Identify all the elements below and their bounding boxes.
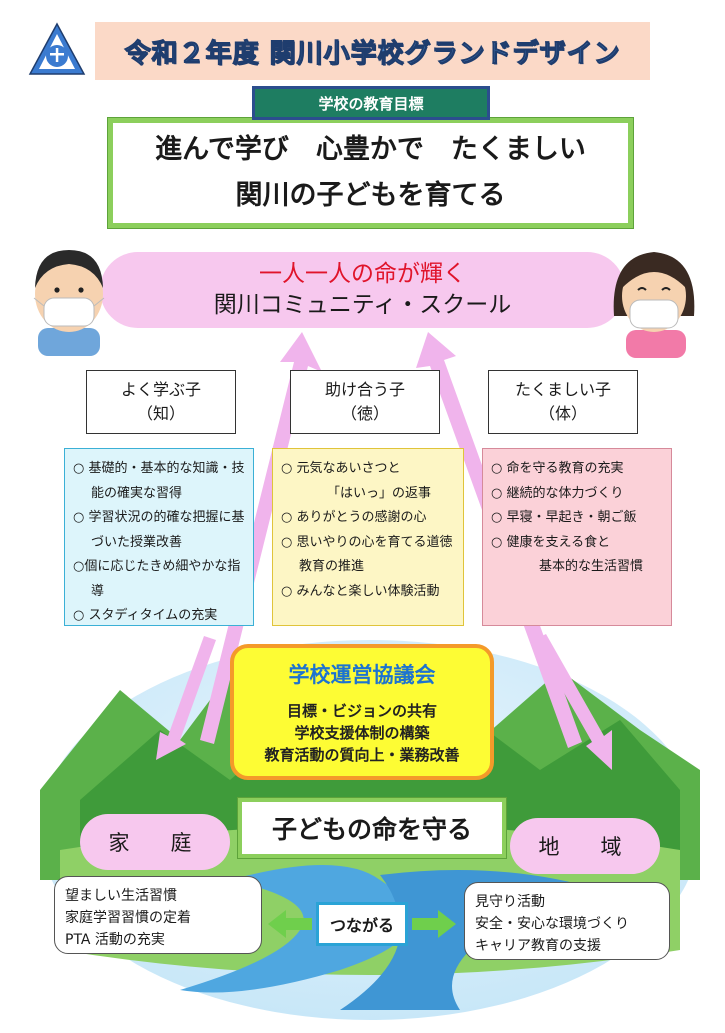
list-item: 見守り活動	[475, 894, 545, 910]
protect-children-box: 子どもの命を守る	[237, 797, 507, 859]
motto-line-1: 一人一人の命が輝く	[259, 261, 466, 287]
list-item: ○ 早寝・早起き・朝ご飯	[491, 510, 637, 525]
home-notes: 望ましい生活習慣 家庭学習習慣の定着 PTA 活動の充実	[54, 876, 262, 954]
pillar-header-knowledge: よく学ぶ子 （知）	[86, 370, 236, 434]
goal-line-1: 進んで学び 心豊かで たくましい	[155, 134, 586, 165]
pillar-name: 助け合う子	[324, 380, 405, 399]
motto-line-2: 関川コミュニティ・スクール	[213, 292, 512, 318]
home-label: 家 庭	[80, 814, 230, 870]
page-title: 令和２年度 関川小学校グランドデザイン	[124, 38, 621, 69]
council-item: 教育活動の質向上・業務改善	[264, 746, 460, 764]
list-item: PTA 活動の充実	[65, 932, 165, 948]
list-item: ○ スタディタイムの充実	[73, 608, 218, 623]
pillar-name: たくましい子	[514, 380, 611, 399]
list-item: 基本的な生活習慣	[539, 559, 644, 574]
goal-box: 進んで学び 心豊かで たくましい 関川の子どもを育てる	[107, 117, 634, 229]
list-item: ○ ありがとうの感謝の心	[281, 510, 427, 525]
motto-pill: 一人一人の命が輝く 関川コミュニティ・スクール	[100, 252, 625, 328]
list-item: ○ みんなと楽しい体験活動	[281, 583, 440, 599]
pillar-name: よく学ぶ子	[120, 380, 201, 399]
list-item: 安全・安心な環境づくり	[475, 916, 629, 932]
pillar-list-body: ○ 命を守る教育の充実 ○ 継続的な体力づくり ○ 早寝・早起き・朝ご飯 ○ 健…	[482, 448, 672, 626]
list-item: 「はいっ」の返事	[327, 485, 432, 501]
council-item: 学校支援体制の構築	[294, 724, 430, 742]
community-notes: 見守り活動 安全・安心な環境づくり キャリア教育の支援	[464, 882, 670, 960]
pillar-tag: （知）	[136, 404, 185, 423]
double-arrow-icon	[268, 910, 456, 938]
list-item: 望ましい生活習慣	[65, 888, 177, 904]
list-item: ○ 元気なあいさつと	[281, 461, 401, 476]
boy-with-mask-icon	[33, 250, 105, 356]
list-item: ○ 学習状況の的確な把握に基づいた授業改善	[73, 510, 245, 550]
council-title: 学校運営協議会	[288, 663, 436, 687]
list-item: ○ 思いやりの心を育てる道徳教育の推進	[281, 534, 453, 575]
list-item: ○ 命を守る教育の充実	[491, 461, 624, 476]
community-label: 地 域	[510, 818, 660, 874]
list-item: ○個に応じたきめ細やかな指導	[73, 559, 241, 599]
pillar-list-knowledge: ○ 基礎的・基本的な知識・技能の確実な習得 ○ 学習状況の的確な把握に基づいた授…	[64, 448, 254, 626]
school-council-box: 学校運営協議会 目標・ビジョンの共有 学校支援体制の構築 教育活動の質向上・業務…	[230, 644, 494, 780]
school-emblem-icon	[28, 22, 86, 75]
list-item: ○ 継続的な体力づくり	[491, 485, 624, 501]
council-item: 目標・ビジョンの共有	[286, 702, 437, 720]
connect-label: つながる	[316, 902, 408, 946]
title-banner: 令和２年度 関川小学校グランドデザイン	[95, 22, 650, 80]
goal-line-2: 関川の子どもを育てる	[235, 180, 506, 211]
list-item: キャリア教育の支援	[475, 938, 601, 954]
girl-with-mask-icon	[613, 252, 695, 358]
pillar-header-body: たくましい子 （体）	[488, 370, 638, 434]
list-item: 家庭学習習慣の定着	[65, 910, 191, 926]
list-item: ○ 基礎的・基本的な知識・技能の確実な習得	[73, 461, 245, 501]
pillar-tag: （体）	[538, 404, 587, 423]
goal-label: 学校の教育目標	[252, 86, 490, 120]
pillar-header-virtue: 助け合う子 （徳）	[290, 370, 440, 434]
list-item: ○ 健康を支える食と	[491, 534, 611, 550]
pillar-list-virtue: ○ 元気なあいさつと 「はいっ」の返事 ○ ありがとうの感謝の心 ○ 思いやりの…	[272, 448, 464, 626]
pillar-tag: （徳）	[340, 404, 389, 423]
